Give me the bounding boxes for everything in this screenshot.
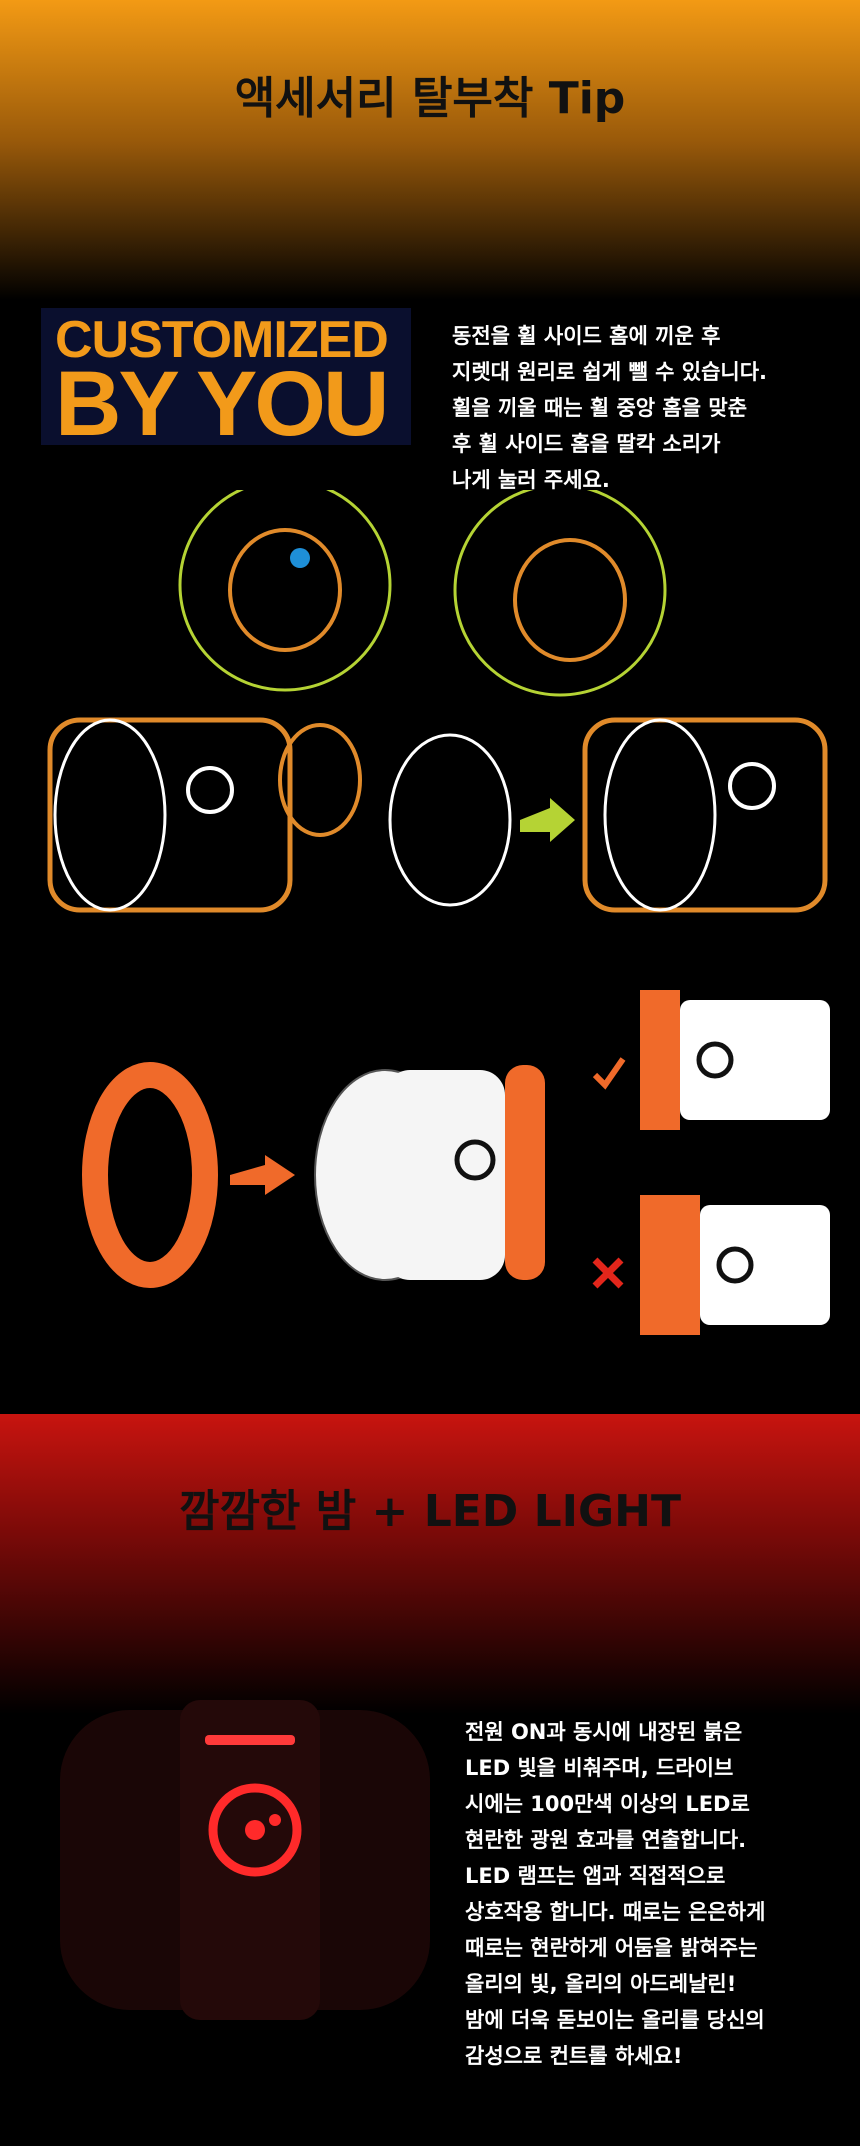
check-icon xyxy=(592,1057,626,1090)
led-title: 깜깜한 밤 + LED LIGHT xyxy=(178,1486,682,1537)
customized-by-you-logo: CUSTOMIZED BY YOU xyxy=(41,308,411,450)
x-icon xyxy=(592,1257,624,1289)
robot-led-image xyxy=(60,1700,430,2020)
accessory-title: 액세서리 탈부착 Tip xyxy=(234,73,626,124)
wheel-removal-illustration xyxy=(47,490,828,913)
tire-fitting-illustration xyxy=(82,990,830,1335)
